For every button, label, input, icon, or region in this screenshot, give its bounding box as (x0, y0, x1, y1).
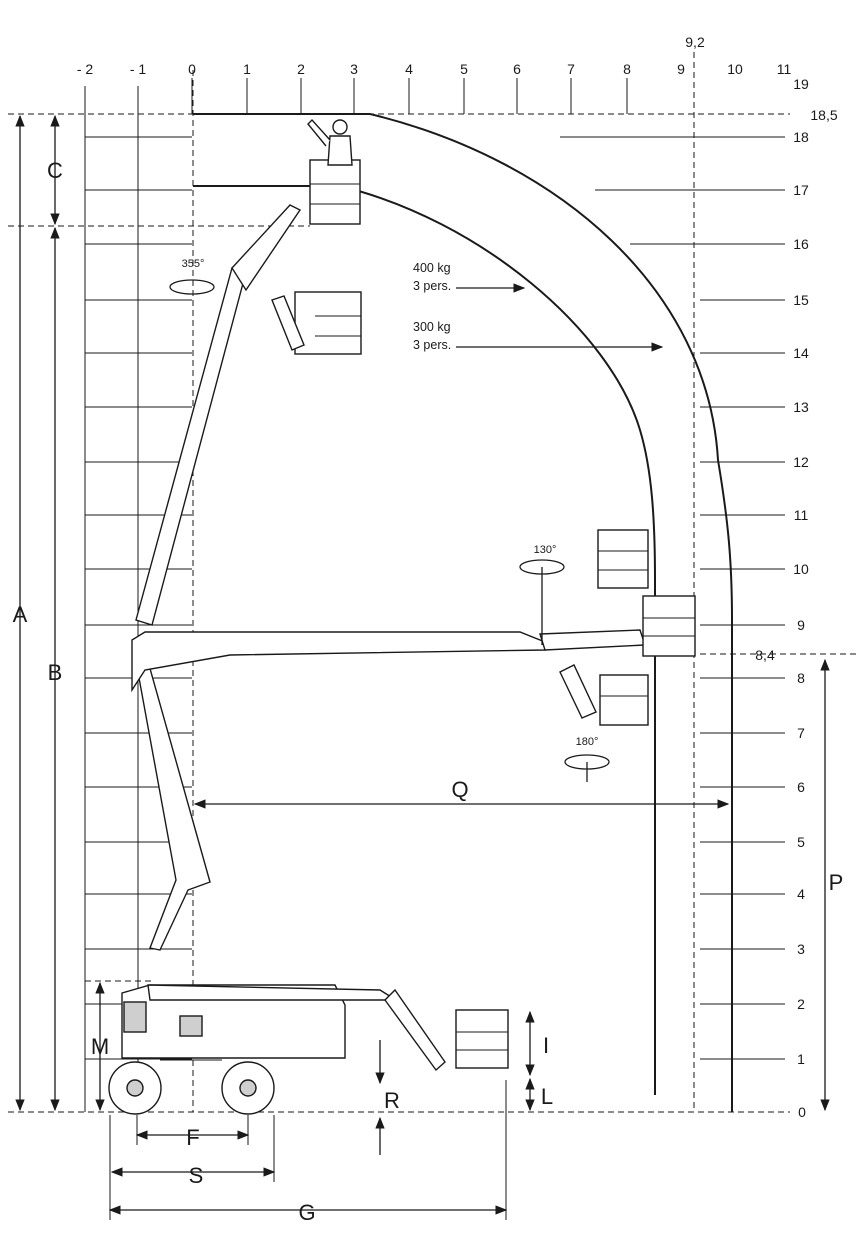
x-tick-label: 5 (460, 61, 468, 77)
y-tick-label: 5 (797, 834, 805, 850)
dim-B: B (48, 660, 63, 685)
platform-basket-rotated-up (597, 529, 649, 589)
y-tick-label: 1 (797, 1051, 805, 1067)
note-400-persons: 3 pers. (413, 279, 451, 293)
y-tick-label: 8 (797, 670, 805, 686)
x-tick-label: 1 (243, 61, 251, 77)
y-tick-label: 0 (798, 1104, 806, 1120)
platform-basket-horizontal (642, 595, 696, 657)
x-tick-label: 7 (567, 61, 575, 77)
platform-basket-rotated-down (599, 674, 649, 726)
aerial-platform-machine (108, 118, 696, 1115)
y-tick-label: 17 (793, 182, 809, 198)
rotation-basket: 180° (564, 736, 610, 782)
dim-F: F (186, 1125, 199, 1150)
y-tick-label: 3 (797, 941, 805, 957)
dashed-reference-lines (8, 52, 859, 1113)
envelope-note-300: 300 kg 3 pers. (413, 320, 664, 352)
basket-rotation-label: 180° (576, 736, 599, 748)
y-tick-label: 2 (797, 996, 805, 1012)
counterweight-icon (123, 1001, 147, 1033)
dim-R: R (384, 1088, 400, 1113)
dim-S: S (189, 1163, 204, 1188)
y-tick-label: 14 (793, 345, 809, 361)
dim-G: G (298, 1200, 315, 1225)
y-tick-label: 7 (797, 725, 805, 741)
grid-lines (84, 78, 785, 1112)
y-tick-label: 12 (793, 454, 809, 470)
x-tick-label: 8 (623, 61, 631, 77)
x-tick-label: - 2 (77, 61, 94, 77)
dim-P: P (829, 870, 844, 895)
y-tick-label: 15 (793, 292, 809, 308)
y-tick-label: 16 (793, 236, 809, 252)
x-tick-label: 2 (297, 61, 305, 77)
note-300-load: 300 kg (413, 320, 451, 334)
dim-L: L (541, 1084, 553, 1109)
y-tick-label: 13 (793, 399, 809, 415)
y-tick-label: 19 (793, 76, 809, 92)
x-tick-label: 10 (727, 61, 743, 77)
x-tick-label: 9 (677, 61, 685, 77)
platform-basket-top (309, 159, 361, 225)
y-label-18-5: 18,5 (810, 107, 837, 123)
dim-Q: Q (451, 777, 468, 802)
stowed-basket (455, 1009, 509, 1069)
dim-C: C (47, 158, 63, 183)
y-tick-label: 6 (797, 779, 805, 795)
x-tick-label: 4 (405, 61, 413, 77)
note-400-load: 400 kg (413, 261, 451, 275)
envelope-note-400: 400 kg 3 pers. (413, 261, 526, 293)
x-tick-label: 3 (350, 61, 358, 77)
dim-A: A (13, 602, 28, 627)
note-300-persons: 3 pers. (413, 338, 451, 352)
y-tick-label: 4 (797, 886, 805, 902)
rotation-turret: 355° (169, 258, 215, 295)
x-axis-labels: - 2 - 1 0 1 2 3 4 5 6 7 8 9 10 11 (77, 61, 792, 77)
dim-I: I (543, 1033, 549, 1058)
y-tick-label: 11 (794, 507, 809, 523)
operator-figure (307, 118, 353, 166)
turret-rotation-label: 355° (182, 258, 205, 270)
control-panel-icon (179, 1015, 203, 1037)
x-tick-label: 11 (777, 61, 792, 77)
x-tick-label: - 1 (130, 61, 147, 77)
dim-M: M (91, 1034, 109, 1059)
rotation-jib: 130° (519, 544, 565, 645)
working-envelope-inner (193, 185, 656, 1095)
jib-rotation-label: 130° (534, 544, 557, 556)
y-tick-label: 9 (797, 617, 805, 633)
y-label-8-4: 8,4 (755, 647, 775, 663)
y-tick-label: 10 (793, 561, 809, 577)
dimension-letters: A B C M Q P I L R F S G (13, 158, 844, 1225)
x-tick-label: 6 (513, 61, 521, 77)
platform-basket-mid (294, 291, 362, 355)
y-tick-label: 18 (793, 129, 809, 145)
dimension-lines (15, 114, 830, 1220)
x-tick-label: 0 (188, 61, 196, 77)
x-label-9-2: 9,2 (685, 34, 705, 50)
working-envelope-outer (193, 113, 733, 1112)
